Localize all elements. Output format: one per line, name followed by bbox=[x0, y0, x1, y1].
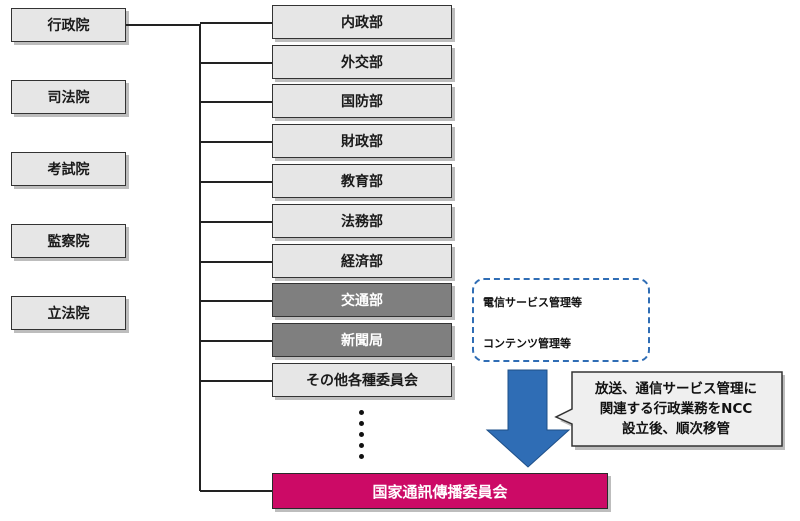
transfer-arrow-down-icon bbox=[485, 369, 571, 468]
callout-bubble bbox=[554, 371, 783, 447]
ministry-box-interior: 内政部 bbox=[272, 5, 452, 39]
ministry-label: 法務部 bbox=[341, 214, 383, 230]
connector-branch bbox=[200, 300, 272, 302]
connector-branch bbox=[200, 380, 272, 382]
connector-executive-horizontal bbox=[126, 24, 200, 26]
yuan-box-examination: 考試院 bbox=[11, 152, 126, 186]
connector-branch bbox=[200, 221, 272, 223]
ministry-label: 国防部 bbox=[341, 94, 383, 110]
yuan-box-control: 監察院 bbox=[11, 224, 126, 258]
yuan-box-judicial: 司法院 bbox=[11, 80, 126, 114]
telecom-note: 電信サービス管理等 bbox=[483, 296, 582, 309]
ellipsis-dot bbox=[359, 421, 364, 426]
yuan-label: 行政院 bbox=[47, 18, 90, 34]
ministry-box-education: 教育部 bbox=[272, 164, 452, 198]
yuan-box-legislative: 立法院 bbox=[11, 296, 126, 330]
ministry-label: 交通部 bbox=[341, 293, 383, 309]
ministry-box-foreign-affairs: 外交部 bbox=[272, 45, 452, 79]
yuan-box-executive: 行政院 bbox=[11, 8, 126, 42]
transfer-scope-dashed-box bbox=[472, 278, 650, 362]
ministry-label: 内政部 bbox=[341, 15, 383, 31]
yuan-label: 司法院 bbox=[47, 90, 90, 106]
yuan-label: 監察院 bbox=[47, 234, 90, 250]
connector-branch bbox=[200, 141, 272, 143]
ministry-box-economic: 経済部 bbox=[272, 244, 452, 278]
connector-branch bbox=[200, 22, 272, 24]
ministry-label: 教育部 bbox=[341, 174, 383, 190]
ministry-box-justice: 法務部 bbox=[272, 204, 452, 238]
ministry-label: 経済部 bbox=[341, 254, 383, 270]
connector-branch bbox=[200, 181, 272, 183]
ministry-label: 新聞局 bbox=[341, 333, 383, 349]
yuan-label: 考試院 bbox=[47, 162, 90, 178]
ellipsis-dot bbox=[359, 454, 364, 459]
connector-branch bbox=[200, 62, 272, 64]
ministry-label: 財政部 bbox=[341, 134, 383, 150]
connector-branch-ncc bbox=[200, 490, 272, 492]
connector-trunk-vertical bbox=[199, 24, 201, 491]
ellipsis-dot bbox=[359, 410, 364, 415]
connector-branch bbox=[200, 101, 272, 103]
ministry-box-transportation: 交通部 bbox=[272, 283, 452, 317]
ministry-label: 外交部 bbox=[341, 55, 383, 71]
ministry-label: その他各種委員会 bbox=[306, 373, 418, 389]
ellipsis-dot bbox=[359, 443, 364, 448]
callout-text: 放送、通信サービス管理に 関連する行政業務をNCC 設立後、順次移管 bbox=[595, 381, 757, 437]
connector-branch bbox=[200, 340, 272, 342]
ncc-label: 国家通訊傳播委員会 bbox=[372, 482, 508, 501]
ellipsis-dot bbox=[359, 432, 364, 437]
ministry-box-finance: 財政部 bbox=[272, 124, 452, 158]
connector-branch bbox=[200, 261, 272, 263]
ministry-box-other-commissions: その他各種委員会 bbox=[272, 363, 452, 397]
ministry-box-defense: 国防部 bbox=[272, 84, 452, 118]
content-note: コンテンツ管理等 bbox=[483, 337, 571, 350]
ministry-box-information-office: 新聞局 bbox=[272, 323, 452, 357]
yuan-label: 立法院 bbox=[47, 306, 90, 322]
ncc-box: 国家通訊傳播委員会 bbox=[272, 473, 608, 509]
